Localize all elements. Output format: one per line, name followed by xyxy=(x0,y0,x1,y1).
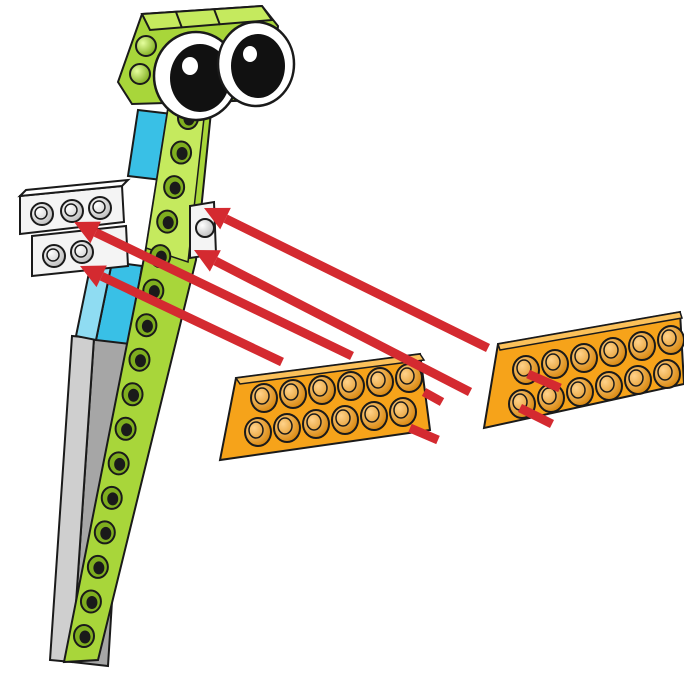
orange-stud xyxy=(595,371,623,401)
beam-hole xyxy=(156,209,179,234)
beam-hole xyxy=(100,485,123,510)
beam-hole xyxy=(163,175,186,200)
orange-stud xyxy=(566,377,594,407)
assembly-arrow xyxy=(204,207,490,353)
orange-stud xyxy=(389,397,417,427)
beam-hole xyxy=(73,624,95,648)
assembly-arrow xyxy=(74,221,354,361)
orange-stud xyxy=(624,365,652,395)
arrow-stub xyxy=(408,423,440,445)
orange-stud xyxy=(653,359,681,389)
orange-stud xyxy=(657,325,684,355)
white-stud xyxy=(42,244,66,268)
orange-stud xyxy=(244,417,272,447)
orange-stud xyxy=(331,405,359,435)
beam-hole xyxy=(135,313,158,338)
orange-stud xyxy=(279,379,307,409)
arrow-stub xyxy=(517,403,555,429)
orange-stud xyxy=(308,375,336,405)
orange-plate-left xyxy=(218,352,432,462)
beam-hole xyxy=(114,416,137,441)
assembly-arrow xyxy=(194,250,473,397)
beam-hole xyxy=(170,140,193,165)
orange-stud xyxy=(360,401,388,431)
orange-stud xyxy=(628,331,656,361)
orange-stud xyxy=(395,363,423,393)
orange-stud xyxy=(541,349,569,379)
orange-stud xyxy=(337,371,365,401)
beam-hole xyxy=(79,589,102,614)
eyes xyxy=(152,20,296,122)
white-plate-lower xyxy=(31,224,130,278)
beam-hole xyxy=(128,347,151,372)
orange-stud xyxy=(570,343,598,373)
orange-stud xyxy=(273,413,301,443)
beam-hole xyxy=(107,451,130,476)
white-stud xyxy=(70,240,94,264)
orange-plate-right xyxy=(482,310,684,430)
beam-hole xyxy=(86,554,109,579)
beam-hole xyxy=(121,382,144,407)
white-plate-upper xyxy=(17,178,131,236)
orange-stud xyxy=(599,337,627,367)
arrow-stub xyxy=(421,388,445,406)
beam-hole xyxy=(93,520,116,545)
eye-left xyxy=(152,30,240,122)
orange-stud xyxy=(250,383,278,413)
white-stud xyxy=(60,199,84,223)
orange-stud xyxy=(302,409,330,439)
arrow-stub xyxy=(526,369,562,393)
eye-right xyxy=(216,20,296,108)
assembly-arrow xyxy=(80,265,284,367)
white-stud xyxy=(30,202,54,226)
assembly-arrows xyxy=(74,207,562,445)
orange-stud xyxy=(366,367,394,397)
white-stud xyxy=(88,196,112,220)
